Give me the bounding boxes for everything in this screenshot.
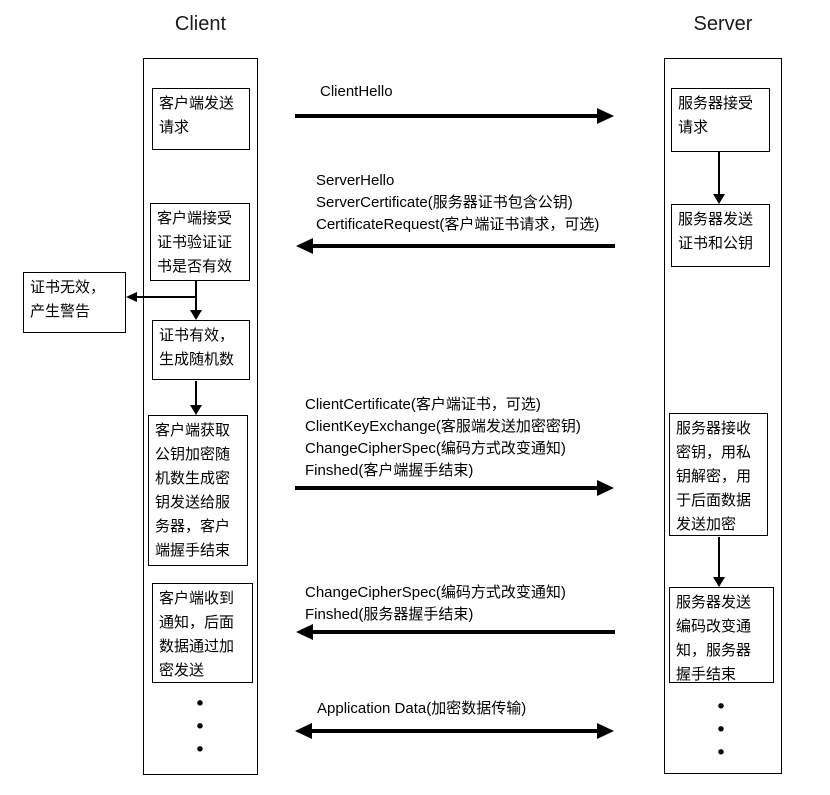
arrowhead-down-icon: [190, 310, 202, 320]
arrowhead-left-icon: [296, 624, 313, 640]
arrow-line: [295, 114, 598, 118]
message-label-application-data: Application Data(加密数据传输): [317, 700, 527, 717]
connector-line: [718, 537, 720, 578]
client-step-certificate-valid: 证书有效， 生成随机数: [152, 320, 250, 380]
certificate-invalid-warning-box: 证书无效， 产生警告: [23, 272, 126, 333]
message-label-clienthello: ClientHello: [320, 83, 393, 100]
arrow-line: [295, 486, 598, 490]
server-title: Server: [693, 13, 753, 35]
arrowhead-down-icon: [713, 194, 725, 204]
connector-line: [195, 381, 197, 406]
arrowhead-down-icon: [713, 577, 725, 587]
arrowhead-down-icon: [190, 405, 202, 415]
server-step-receive-key: 服务器接收 密钥，用私 钥解密，用 于后面数据 发送加密: [669, 413, 768, 536]
server-ellipsis-dots: • • •: [715, 696, 727, 764]
client-step-send-request: 客户端发送 请求: [152, 88, 250, 150]
arrow-line: [312, 630, 615, 634]
connector-line: [718, 152, 720, 195]
arrowhead-left-icon: [126, 292, 137, 302]
arrow-line: [311, 729, 598, 733]
connector-line: [135, 296, 197, 298]
arrowhead-left-icon: [296, 238, 313, 254]
client-step-receive-notice: 客户端收到 通知，后面 数据通过加 密发送: [152, 583, 253, 683]
server-step-accept-request: 服务器接受 请求: [671, 88, 770, 152]
client-ellipsis-dots: • • •: [194, 693, 206, 761]
client-title: Client: [174, 13, 227, 35]
client-step-generate-key: 客户端获取 公钥加密随 机数生成密 钥发送给服 务器，客户 端握手结束: [148, 415, 248, 566]
message-label-changecipherspec-group: ChangeCipherSpec(编码方式改变通知) Finshed(服务器握手…: [305, 584, 566, 623]
arrow-line: [312, 244, 615, 248]
message-label-clientcertificate-group: ClientCertificate(客户端证书，可选) ClientKeyExc…: [305, 396, 581, 479]
server-step-send-notice: 服务器发送 编码改变通 知，服务器 握手结束: [669, 587, 774, 683]
arrowhead-right-icon: [597, 480, 614, 496]
arrowhead-right-icon: [597, 723, 614, 739]
connector-line: [195, 281, 197, 311]
server-step-send-certificate: 服务器发送 证书和公钥: [671, 204, 770, 267]
arrowhead-right-icon: [597, 108, 614, 124]
arrowhead-left-icon: [295, 723, 312, 739]
message-label-serverhello-group: ServerHello ServerCertificate(服务器证书包含公钥)…: [316, 172, 600, 233]
client-step-verify-certificate: 客户端接受 证书验证证 书是否有效: [150, 203, 250, 281]
